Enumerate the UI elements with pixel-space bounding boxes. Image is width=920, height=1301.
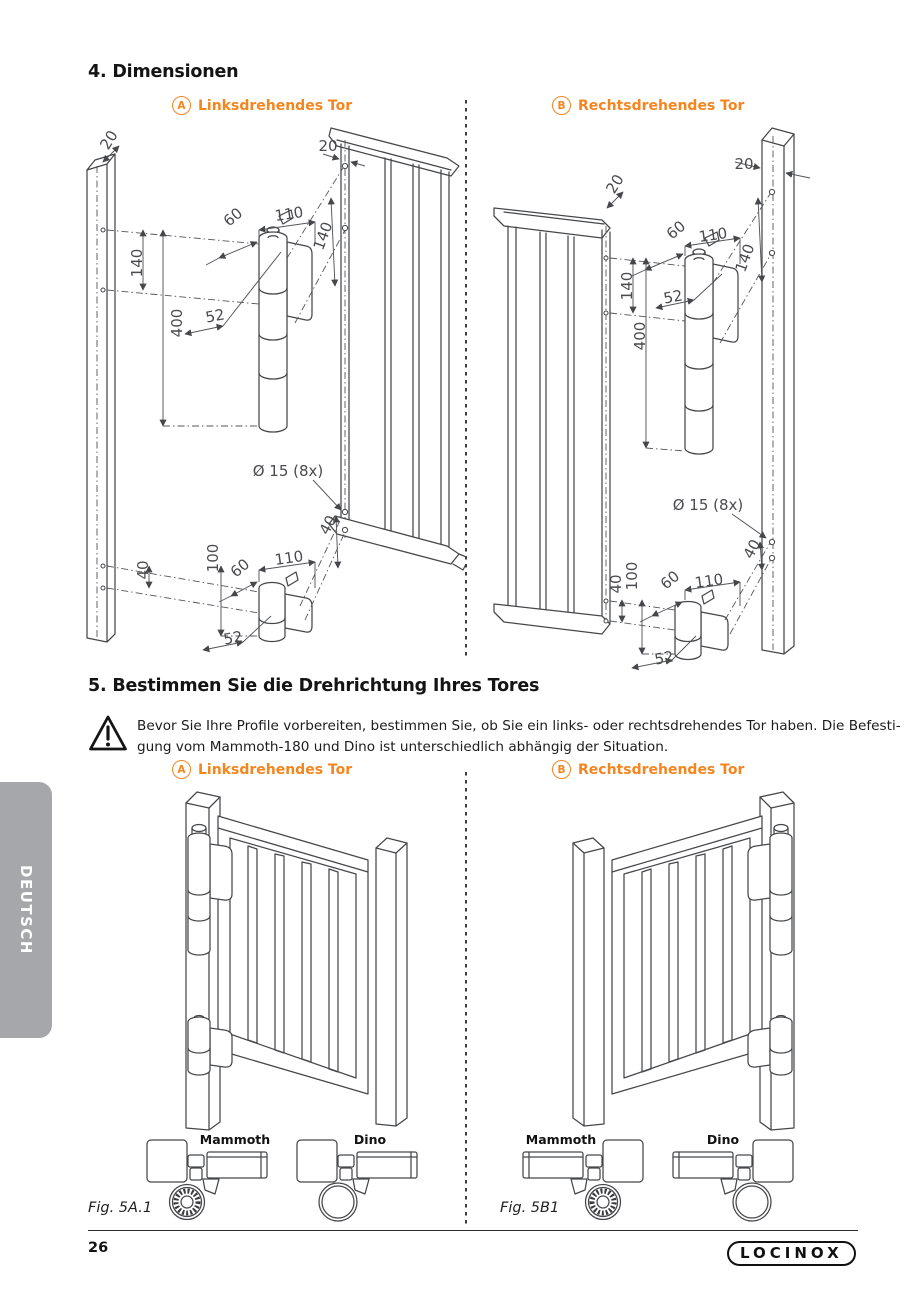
locinox-logo: LOCINOX (727, 1241, 856, 1266)
column-divider-bottom (465, 772, 467, 1228)
dim-label: 60 (227, 555, 253, 581)
dino-label-right: Dino (706, 1132, 740, 1147)
circle-letter-b: B (552, 96, 571, 115)
footer-rule (88, 1230, 858, 1231)
dimension-drawing-left: 20 20 60 110 140 140 400 52 Ø 15 (8x) 40… (86, 127, 465, 653)
dim-label: 40 (134, 560, 152, 579)
warning-text: Bevor Sie Ihre Profile vorbereiten, best… (137, 716, 901, 758)
page-number: 26 (88, 1240, 109, 1256)
dim-label: 60 (657, 567, 683, 593)
warning-line-1: Bevor Sie Ihre Profile vorbereiten, best… (137, 718, 901, 734)
post-and-gate-structure (86, 127, 465, 643)
variant-a-label-top: A Linksdrehendes Tor (172, 96, 352, 115)
dim-label: 400 (168, 309, 186, 338)
dim-label: 140 (618, 272, 636, 301)
dimension-drawing-right: 20 20 60 110 140 140 400 52 Ø 15 (8x) 40… (493, 127, 811, 671)
dim-label: 100 (623, 562, 641, 591)
variant-a-text: Linksdrehendes Tor (198, 761, 353, 778)
figure-caption-right: Fig. 5B1 (500, 1200, 560, 1216)
dim-label: Ø 15 (8x) (673, 496, 744, 514)
dim-label: 52 (204, 305, 226, 326)
dim-label: 110 (698, 224, 729, 246)
dim-label: 52 (653, 647, 675, 668)
dim-label: 40 (607, 574, 625, 593)
dim-label: 110 (694, 570, 725, 592)
section5-heading: 5. Bestimmen Sie die Drehrichtung Ihres … (88, 676, 540, 696)
section4-heading: 4. Dimensionen (88, 62, 239, 82)
circle-letter-a: A (172, 760, 191, 779)
dim-label: 20 (734, 155, 753, 173)
dim-label: 110 (274, 547, 305, 569)
dim-label: 20 (602, 171, 627, 197)
variant-b-text: Rechtsdrehendes Tor (578, 761, 745, 778)
gate-drawing-left (185, 791, 408, 1131)
dim-label: Ø 15 (8x) (253, 462, 324, 480)
dimension-lines (606, 161, 811, 671)
dino-label-left: Dino (353, 1132, 387, 1147)
variant-b-label-top: B Rechtsdrehendes Tor (552, 96, 744, 115)
dim-label: 100 (204, 544, 222, 573)
circle-letter-b: B (552, 760, 571, 779)
gate-drawing-right (572, 791, 795, 1131)
dim-label: 140 (128, 249, 146, 278)
column-divider-top (465, 100, 467, 660)
dino-topview-left (296, 1139, 418, 1222)
mammoth-label-left: Mammoth (199, 1132, 271, 1147)
locinox-logo-text: LOCINOX (727, 1241, 856, 1266)
dimension-lines (102, 145, 366, 653)
dim-label: 400 (631, 322, 649, 351)
dino-topview-right (672, 1139, 794, 1222)
dim-label: 60 (663, 217, 689, 243)
dim-label: 20 (96, 127, 121, 153)
figure-caption-left: Fig. 5A.1 (88, 1200, 153, 1216)
post-and-gate-structure (493, 127, 795, 661)
language-tab-text: DEUTSCH (17, 865, 35, 955)
dim-label: 110 (274, 203, 305, 225)
dim-label: 60 (220, 204, 246, 230)
mammoth-label-right: Mammoth (525, 1132, 597, 1147)
variant-b-text: Rechtsdrehendes Tor (578, 97, 745, 114)
mammoth-topview-left (146, 1139, 268, 1221)
dim-label: 52 (662, 286, 684, 307)
language-tab-deutsch: DEUTSCH (0, 782, 52, 1038)
variant-a-text: Linksdrehendes Tor (198, 97, 353, 114)
dim-label: 52 (222, 627, 244, 648)
dim-label: 20 (318, 137, 337, 155)
warning-icon (89, 715, 127, 751)
circle-letter-a: A (172, 96, 191, 115)
warning-line-2: gung vom Mammoth-180 und Dino ist unters… (137, 739, 669, 755)
dimension-labels: 20 20 60 110 140 140 400 52 Ø 15 (8x) 40… (96, 127, 340, 648)
variant-a-label-bottom: A Linksdrehendes Tor (172, 760, 352, 779)
dim-label: 140 (310, 219, 337, 252)
dim-label: 140 (732, 241, 759, 274)
variant-b-label-bottom: B Rechtsdrehendes Tor (552, 760, 744, 779)
